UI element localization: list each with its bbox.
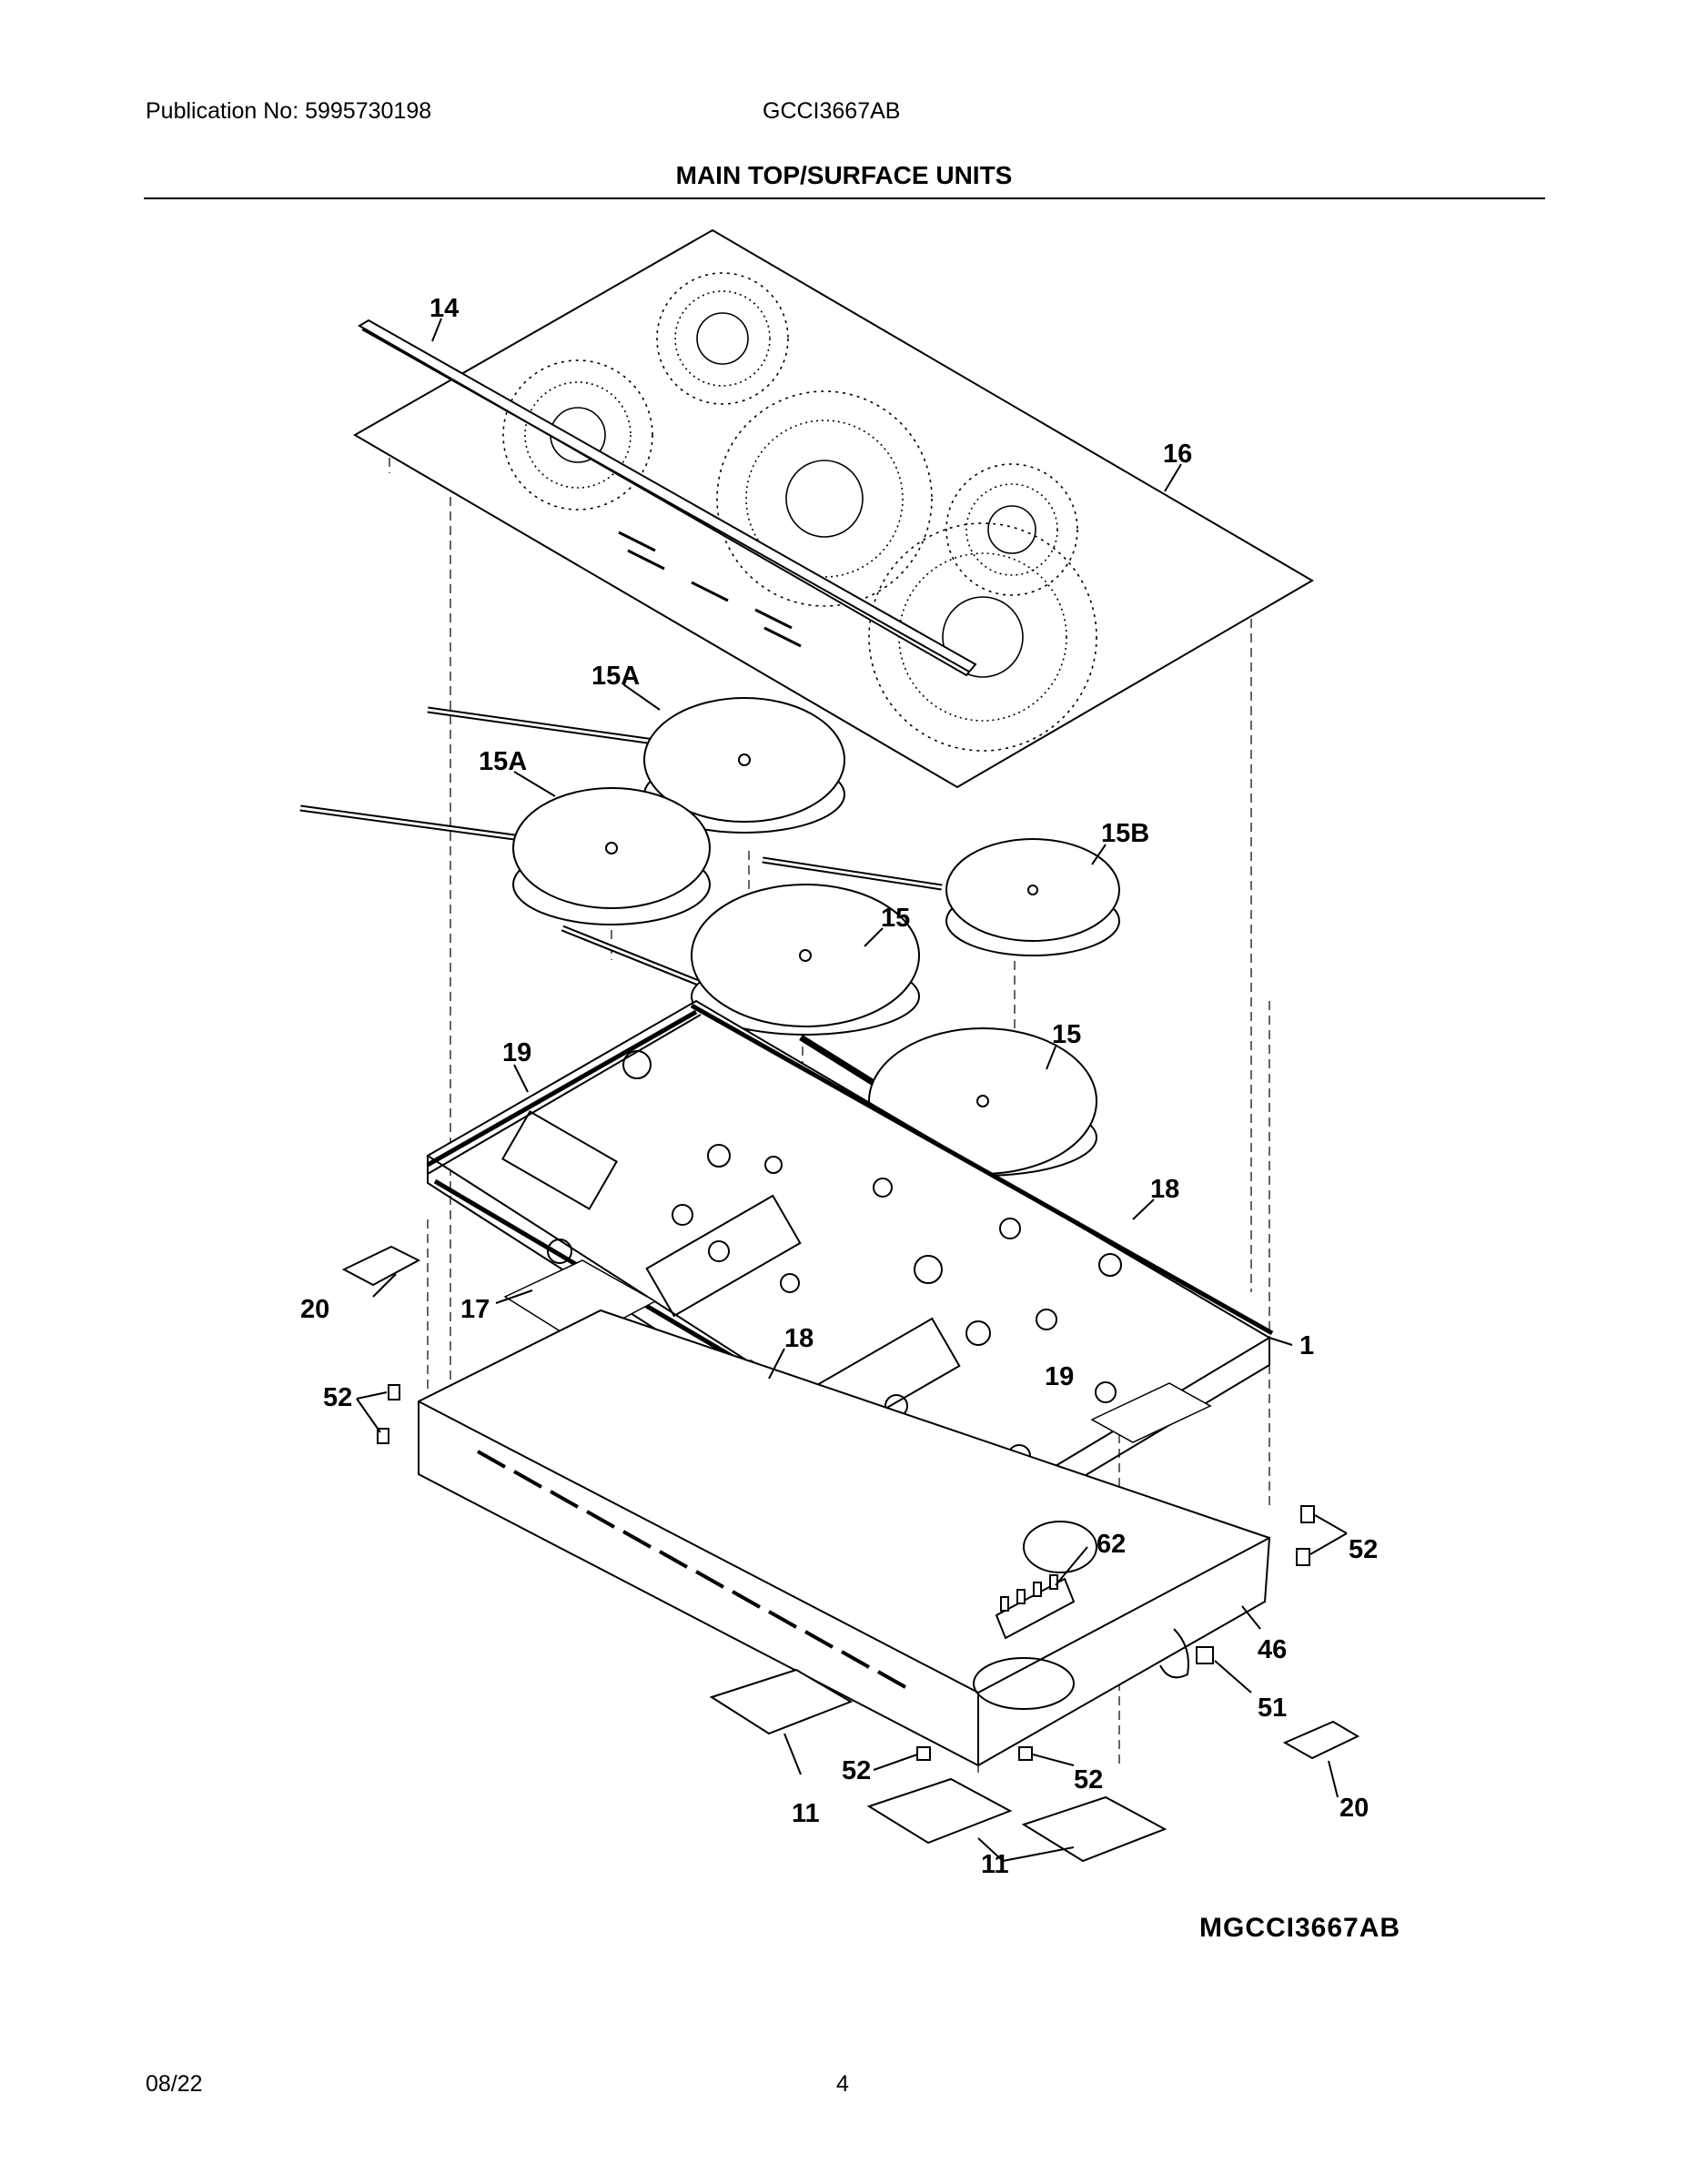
callout-1: 1 bbox=[1299, 1331, 1314, 1360]
callout-19-right: 19 bbox=[1045, 1362, 1074, 1391]
page-number: 4 bbox=[836, 2071, 849, 2097]
induction-element-15-upper bbox=[561, 884, 920, 1036]
callout-52-bottom-right: 52 bbox=[1074, 1765, 1103, 1795]
callout-20-right: 20 bbox=[1339, 1794, 1369, 1823]
trim-strip-part-14 bbox=[358, 318, 977, 677]
model-number: GCCI3667AB bbox=[763, 98, 901, 124]
callout-18-center: 18 bbox=[784, 1324, 814, 1353]
callout-16: 16 bbox=[1163, 440, 1192, 469]
callout-17: 17 bbox=[460, 1295, 490, 1324]
brackets-part-11 bbox=[709, 1668, 1167, 1863]
induction-element-15a-middle bbox=[299, 787, 711, 925]
pads-part-20 bbox=[341, 1245, 1360, 1760]
induction-element-15b bbox=[762, 838, 1120, 956]
callout-62: 62 bbox=[1097, 1530, 1126, 1559]
callout-15-lower: 15 bbox=[1052, 1020, 1081, 1049]
footer-date: 08/22 bbox=[146, 2071, 203, 2097]
clips-part-52-51 bbox=[377, 1384, 1315, 1761]
callout-15a-top: 15A bbox=[591, 662, 640, 691]
callout-20-left: 20 bbox=[300, 1295, 329, 1324]
page-title: MAIN TOP/SURFACE UNITS bbox=[675, 161, 1013, 189]
callout-19-left: 19 bbox=[502, 1038, 531, 1067]
callout-11-left: 11 bbox=[792, 1799, 820, 1828]
callout-11-bottom: 11 bbox=[981, 1850, 1009, 1879]
terminal-block-part-62 bbox=[995, 1574, 1076, 1640]
chassis-box-part-46 bbox=[418, 1309, 1271, 1767]
title-rule bbox=[144, 197, 1545, 199]
publication-number: Publication No: 5995730198 bbox=[146, 98, 432, 124]
callout-labels: 14 16 15A 15A 15B 15 15 19 18 20 17 18 1… bbox=[300, 294, 1378, 1879]
glass-cooktop-part-16 bbox=[353, 228, 1314, 789]
callout-15b: 15B bbox=[1101, 819, 1149, 848]
callout-52-right: 52 bbox=[1349, 1535, 1378, 1564]
callout-52-left: 52 bbox=[323, 1383, 352, 1412]
callout-52-bottom-left: 52 bbox=[842, 1756, 871, 1785]
callout-14: 14 bbox=[430, 294, 459, 323]
callout-51: 51 bbox=[1258, 1694, 1287, 1723]
callout-18-right: 18 bbox=[1150, 1175, 1179, 1204]
leader-lines bbox=[356, 318, 1348, 1862]
callout-46: 46 bbox=[1258, 1635, 1287, 1664]
callout-15a-middle: 15A bbox=[479, 747, 527, 776]
callout-15-upper: 15 bbox=[881, 904, 910, 933]
induction-element-15a-upper bbox=[427, 697, 845, 834]
drawing-id: MGCCI3667AB bbox=[1199, 1913, 1401, 1943]
